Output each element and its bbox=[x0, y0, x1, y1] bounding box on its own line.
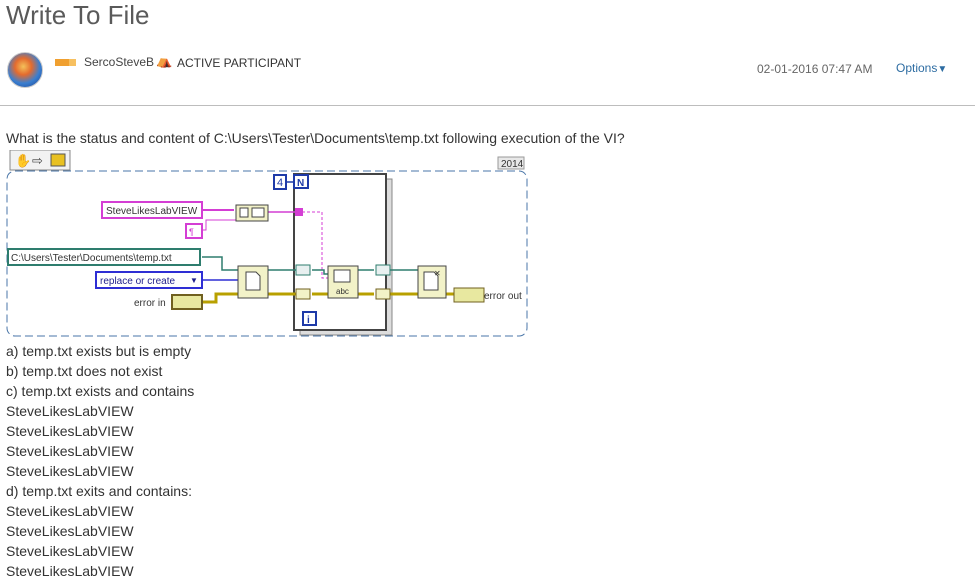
string-constant-text: SteveLikesLabVIEW bbox=[106, 206, 198, 217]
close-icon: ✕ bbox=[434, 269, 441, 278]
options-label: Options bbox=[896, 61, 938, 75]
refnum-tunnel-in bbox=[295, 264, 311, 276]
answer-line: SteveLikesLabVIEW bbox=[6, 563, 134, 579]
line-ending-constant[interactable] bbox=[185, 223, 203, 239]
error-in-label: error in bbox=[134, 298, 166, 309]
dropdown-arrow-icon: ▼ bbox=[190, 276, 198, 285]
version-label: 2014 bbox=[501, 159, 524, 170]
error-in-terminal[interactable] bbox=[171, 294, 203, 310]
answer-list: a) temp.txt exists but is empty b) temp.… bbox=[6, 341, 194, 581]
post-title: Write To File bbox=[6, 0, 150, 30]
rank-bar-icon bbox=[55, 59, 76, 66]
error-tunnel-out bbox=[375, 288, 391, 300]
answer-line: SteveLikesLabVIEW bbox=[6, 423, 134, 439]
answer-line: SteveLikesLabVIEW bbox=[6, 543, 134, 559]
error-out-label: error out bbox=[484, 291, 522, 302]
error-out-indicator[interactable] bbox=[453, 287, 485, 303]
refnum-tunnel-out bbox=[375, 264, 391, 276]
answer-line: c) temp.txt exists and contains bbox=[6, 383, 195, 399]
post-time: 07:47 AM bbox=[821, 62, 873, 76]
post-date: 02-01-2016 bbox=[757, 62, 819, 76]
rank-badge-icon: ⛺ bbox=[156, 53, 173, 68]
question-text: What is the status and content of C:\Use… bbox=[6, 130, 625, 146]
path-constant[interactable] bbox=[7, 248, 201, 266]
loop-count-value: 4 bbox=[277, 177, 283, 189]
write-icon: abc bbox=[336, 287, 349, 296]
answer-line: SteveLikesLabVIEW bbox=[6, 403, 134, 419]
caret-down-icon: ▼ bbox=[937, 64, 948, 75]
options-menu[interactable]: Options▼ bbox=[896, 61, 947, 75]
string-constant[interactable] bbox=[101, 201, 203, 219]
loop-tunnel-string bbox=[295, 208, 303, 216]
version-tag bbox=[497, 156, 525, 170]
rank-label: ACTIVE PARTICIPANT bbox=[177, 56, 302, 70]
header-divider bbox=[0, 105, 975, 106]
for-loop[interactable] bbox=[293, 173, 393, 336]
tools-palette[interactable]: ✋ ⇨ bbox=[9, 150, 71, 171]
loop-count-terminal-label: N bbox=[297, 178, 304, 189]
iteration-terminal-label: i bbox=[307, 315, 310, 326]
author-link[interactable]: SercoSteveB bbox=[84, 55, 155, 69]
answer-line: a) temp.txt exists but is empty bbox=[6, 343, 192, 359]
post-datetime: 02-01-2016 07:47 AM bbox=[757, 62, 872, 76]
run-icon bbox=[50, 153, 66, 167]
answer-line: SteveLikesLabVIEW bbox=[6, 463, 134, 479]
line-ending-icon: ¶ bbox=[189, 227, 194, 237]
operation-enum[interactable] bbox=[95, 271, 203, 289]
diagram-frame bbox=[6, 170, 528, 337]
answer-line: d) temp.txt exits and contains: bbox=[6, 483, 192, 499]
path-constant-text: C:\Users\Tester\Documents\temp.txt bbox=[11, 253, 172, 264]
iteration-terminal bbox=[302, 311, 317, 326]
answer-line: SteveLikesLabVIEW bbox=[6, 443, 134, 459]
answer-line: b) temp.txt does not exist bbox=[6, 363, 163, 379]
answer-line: SteveLikesLabVIEW bbox=[6, 503, 134, 519]
avatar[interactable] bbox=[7, 52, 43, 88]
answer-line: SteveLikesLabVIEW bbox=[6, 523, 134, 539]
hand-icon: ✋ bbox=[15, 153, 31, 168]
error-tunnel-in bbox=[295, 288, 311, 300]
arrow-right-icon: ⇨ bbox=[32, 153, 43, 168]
operation-enum-text: replace or create bbox=[100, 276, 175, 287]
block-diagram: ✋ ⇨ 2014 4 N i SteveLikesLabVIEW ¶ C:\Us… bbox=[6, 150, 528, 337]
